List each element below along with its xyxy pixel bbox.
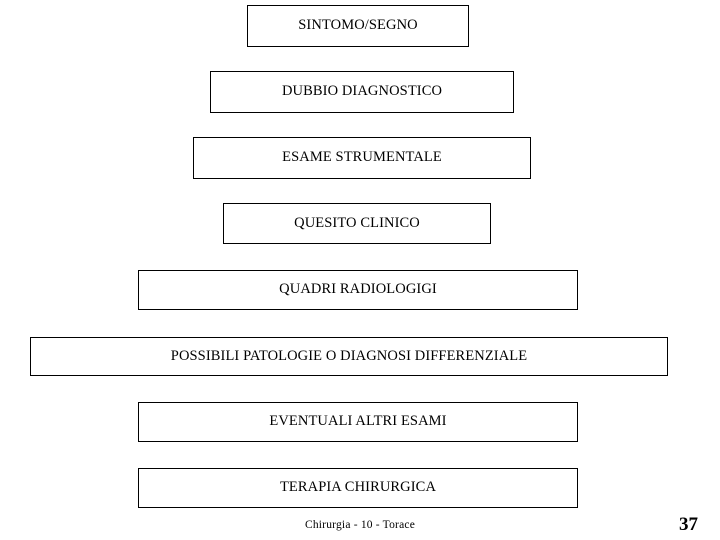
flow-step-dubbio-diagnostico[interactable]: DUBBIO DIAGNOSTICO (210, 71, 514, 113)
flow-step-quadri-radiologigi[interactable]: QUADRI RADIOLOGIGI (138, 270, 578, 310)
flow-step-label: POSSIBILI PATOLOGIE O DIAGNOSI DIFFERENZ… (170, 347, 528, 364)
flow-step-sintomo-segno[interactable]: SINTOMO/SEGNO (247, 5, 469, 47)
flow-step-possibili-patologie[interactable]: POSSIBILI PATOLOGIE O DIAGNOSI DIFFERENZ… (30, 337, 668, 376)
flow-step-label: QUADRI RADIOLOGIGI (279, 281, 437, 298)
flow-step-quesito-clinico[interactable]: QUESITO CLINICO (223, 203, 491, 244)
flow-step-label: ESAME STRUMENTALE (282, 149, 442, 166)
flow-step-label: SINTOMO/SEGNO (298, 17, 418, 34)
flow-step-esame-strumentale[interactable]: ESAME STRUMENTALE (193, 137, 531, 179)
flow-step-label: EVENTUALI ALTRI ESAMI (269, 413, 447, 430)
flow-step-label: QUESITO CLINICO (294, 214, 420, 231)
page-number: 37 (679, 514, 698, 535)
flow-step-label: DUBBIO DIAGNOSTICO (281, 83, 443, 100)
flow-step-label: TERAPIA CHIRURGICA (279, 479, 437, 496)
flow-step-terapia-chirurgica[interactable]: TERAPIA CHIRURGICA (138, 468, 578, 508)
slide-footer: Chirurgia - 10 - Torace (304, 519, 416, 531)
flow-step-eventuali-altri-esami[interactable]: EVENTUALI ALTRI ESAMI (138, 402, 578, 442)
